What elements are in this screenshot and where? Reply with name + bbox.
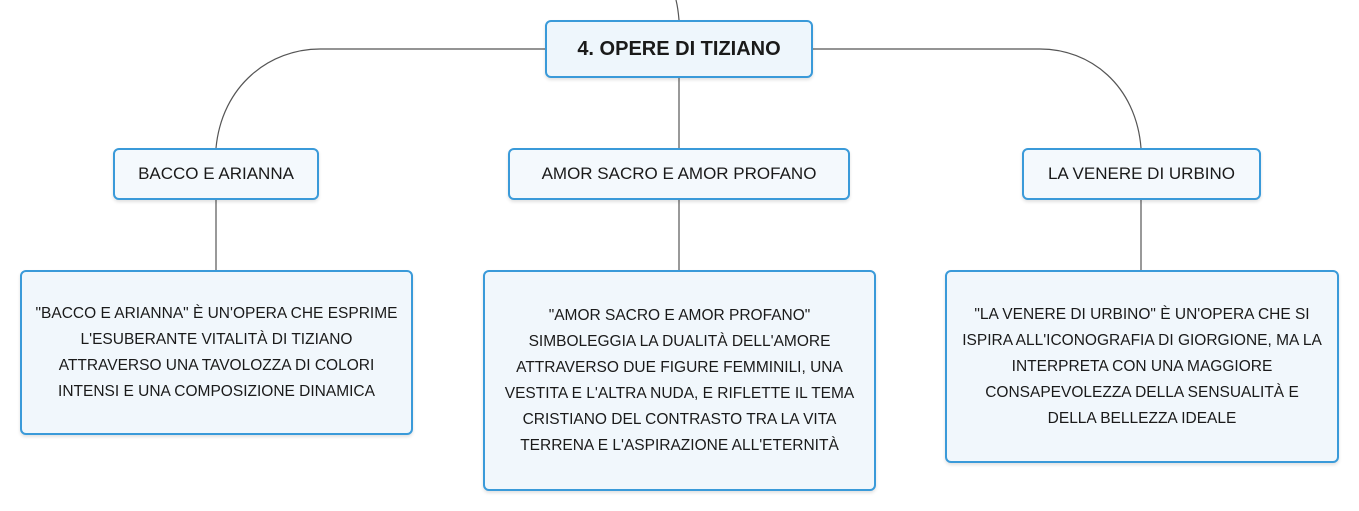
description-text: "LA VENERE DI URBINO" È UN'OPERA CHE SI … bbox=[962, 305, 1322, 427]
connector-root-to-topic-1 bbox=[215, 48, 545, 149]
description-node-amor-sacro-e-amor-profano[interactable]: "AMOR SACRO E AMOR PROFANO" SIMBOLEGGIA … bbox=[483, 270, 876, 491]
root-node[interactable]: 4. OPERE DI TIZIANO bbox=[545, 20, 813, 78]
description-node-la-venere-di-urbino[interactable]: "LA VENERE DI URBINO" È UN'OPERA CHE SI … bbox=[945, 270, 1339, 463]
topic-node-la-venere-di-urbino[interactable]: LA VENERE DI URBINO bbox=[1022, 148, 1261, 200]
description-text: "AMOR SACRO E AMOR PROFANO" SIMBOLEGGIA … bbox=[504, 306, 855, 454]
topic-label: AMOR SACRO E AMOR PROFANO bbox=[541, 164, 817, 183]
topic-node-amor-sacro-e-amor-profano[interactable]: AMOR SACRO E AMOR PROFANO bbox=[508, 148, 850, 200]
topic-label: BACCO E ARIANNA bbox=[138, 164, 294, 183]
connector-parent-to-root bbox=[675, 0, 680, 21]
topic-label: LA VENERE DI URBINO bbox=[1047, 164, 1236, 183]
description-text: "BACCO E ARIANNA" È UN'OPERA CHE ESPRIME… bbox=[35, 304, 398, 400]
connector-root-to-topic-3 bbox=[813, 48, 1142, 149]
description-node-bacco-e-arianna[interactable]: "BACCO E ARIANNA" È UN'OPERA CHE ESPRIME… bbox=[20, 270, 413, 435]
topic-node-bacco-e-arianna[interactable]: BACCO E ARIANNA bbox=[113, 148, 319, 200]
root-title: 4. OPERE DI TIZIANO bbox=[577, 37, 781, 60]
